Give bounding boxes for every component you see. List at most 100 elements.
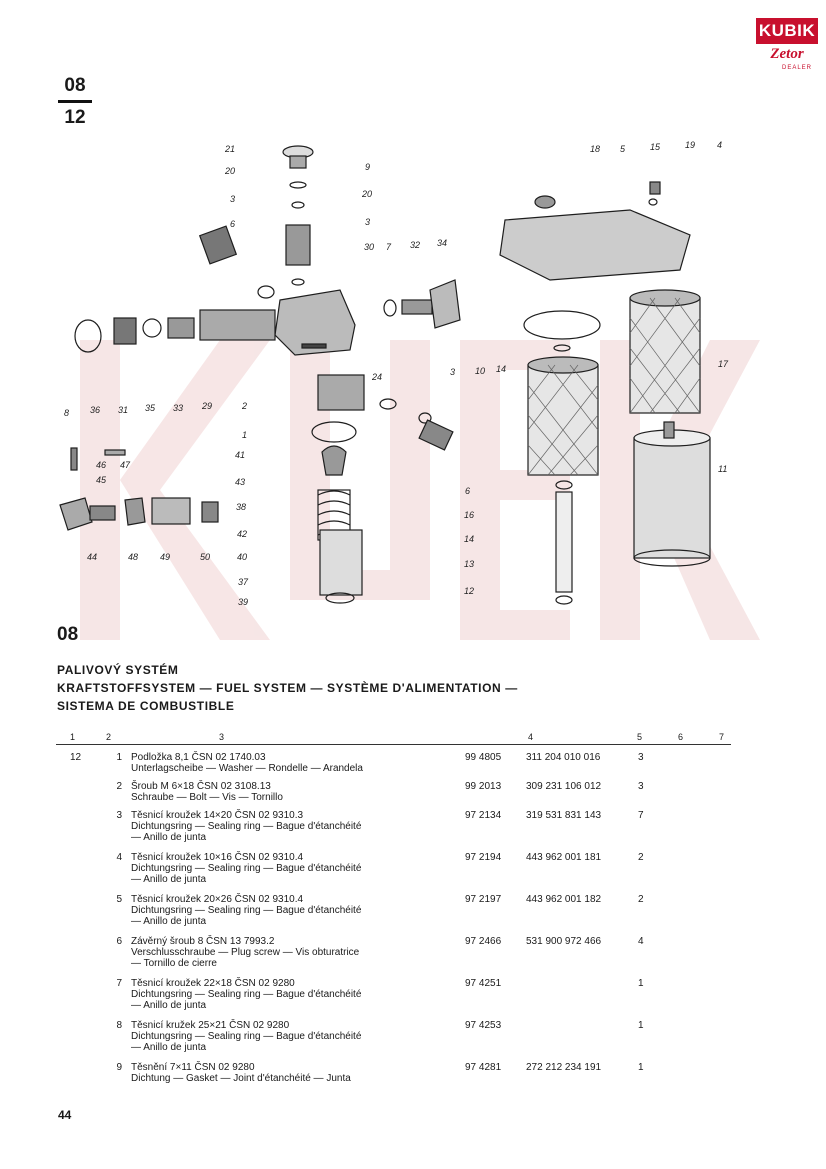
quantity: 3 <box>638 752 644 763</box>
position-number: 7 <box>116 978 122 989</box>
code-b: 443 962 001 182 <box>526 894 602 905</box>
callout: 16 <box>464 510 474 520</box>
code-a: 97 2194 <box>465 852 502 863</box>
description-line: Těsnění 7×11 ČSN 02 9280 <box>131 1062 255 1073</box>
description-line: — Anillo de junta <box>131 1042 207 1053</box>
callout: 20 <box>224 166 235 176</box>
description-line: Šroub M 6×18 ČSN 02 3108.13 <box>131 781 271 792</box>
quantity: 4 <box>638 936 644 947</box>
description-line: Těsnicí kroužek 20×26 ČSN 02 9310.4 <box>131 894 304 905</box>
description-line: — Anillo de junta <box>131 916 207 927</box>
callout: 15 <box>650 142 661 152</box>
code-b: 531 900 972 466 <box>526 936 602 947</box>
quantity: 3 <box>638 781 644 792</box>
callout: 49 <box>160 552 170 562</box>
description-line: — Anillo de junta <box>131 874 207 885</box>
position-number: 3 <box>116 810 122 821</box>
position-number: 8 <box>116 1020 122 1031</box>
quantity: 1 <box>638 978 644 989</box>
column-header: 6 <box>678 732 684 742</box>
callout: 36 <box>90 405 100 415</box>
callout-labels: 21 9 20 20 3 3 6 30 32 7 34 18 5 15 19 4… <box>64 140 729 607</box>
position-number: 1 <box>116 752 122 763</box>
column-header: 3 <box>219 732 225 742</box>
callout: 42 <box>237 529 247 539</box>
callout: 9 <box>365 162 370 172</box>
code-b: 272 212 234 191 <box>526 1062 602 1073</box>
callout: 39 <box>238 597 248 607</box>
callout: 14 <box>464 534 474 544</box>
quantity: 7 <box>638 810 644 821</box>
callout: 24 <box>371 372 382 382</box>
callout: 13 <box>464 559 474 569</box>
callout: 43 <box>235 477 245 487</box>
callout: 34 <box>437 238 447 248</box>
callout: 18 <box>590 144 600 154</box>
callout: 40 <box>237 552 247 562</box>
code-a: 97 4251 <box>465 978 502 989</box>
logo-brand: KUBIK <box>756 18 818 44</box>
callout: 3 <box>365 217 370 227</box>
column-header: 4 <box>528 732 534 742</box>
code-a: 99 4805 <box>465 752 502 763</box>
description-line: Těsnicí kroužek 14×20 ČSN 02 9310.3 <box>131 810 304 821</box>
description-line: Závěrný šroub 8 ČSN 13 7993.2 <box>131 936 275 947</box>
part-description: Těsnění 7×11 ČSN 02 9280 Dichtung — Gask… <box>131 1062 461 1084</box>
part-description: Podložka 8,1 ČSN 02 1740.03 Unterlagsche… <box>131 752 461 774</box>
description-line: — Anillo de junta <box>131 832 207 843</box>
quantity: 2 <box>638 894 644 905</box>
description-line: Dichtungsring — Sealing ring — Bague d'é… <box>131 863 362 874</box>
callout: 2 <box>241 401 247 411</box>
callout: 17 <box>718 359 729 369</box>
code-b: 443 962 001 181 <box>526 852 602 863</box>
position-number: 5 <box>116 894 122 905</box>
callout: 1 <box>242 430 247 440</box>
column-header: 7 <box>719 732 725 742</box>
callout: 3 <box>230 194 235 204</box>
callout: 38 <box>236 502 246 512</box>
description-line: — Anillo de junta <box>131 1000 207 1011</box>
column-header: 5 <box>637 732 643 742</box>
callout: 37 <box>238 577 249 587</box>
callout: 11 <box>718 464 727 474</box>
callout: 20 <box>361 189 372 199</box>
callout: 48 <box>128 552 138 562</box>
column-header: 1 <box>70 732 76 742</box>
parts-table-header: 1 2 3 4 5 6 7 <box>56 730 731 745</box>
position-number: 9 <box>116 1062 122 1073</box>
section-code: 08 <box>57 624 79 645</box>
description-line: Dichtungsring — Sealing ring — Bague d'é… <box>131 905 362 916</box>
description-line: Dichtungsring — Sealing ring — Bague d'é… <box>131 989 362 1000</box>
callout: 19 <box>685 140 695 150</box>
code-b: 319 531 831 143 <box>526 810 602 821</box>
description-line: Dichtungsring — Sealing ring — Bague d'é… <box>131 1031 362 1042</box>
part-description: Těsnicí kroužek 22×18 ČSN 02 9280 Dichtu… <box>131 978 461 1011</box>
callout: 32 <box>410 240 420 250</box>
logo-sub: Zetor <box>770 46 804 62</box>
page-code: 08 12 <box>58 76 92 128</box>
description-line: Verschlusschraube — Plug screw — Vis obt… <box>131 947 360 958</box>
section-title-es: SISTEMA DE COMBUSTIBLE <box>57 699 235 713</box>
part-description: Těsnicí kružek 25×21 ČSN 02 9280 Dichtun… <box>131 1020 461 1053</box>
callout: 35 <box>145 403 156 413</box>
position-number: 6 <box>116 936 122 947</box>
code-a: 97 2466 <box>465 936 502 947</box>
callout: 44 <box>87 552 97 562</box>
callout: 46 <box>96 460 106 470</box>
callout: 7 <box>386 242 392 252</box>
code-a: 97 4253 <box>465 1020 502 1031</box>
callout: 21 <box>224 144 235 154</box>
quantity: 1 <box>638 1020 644 1031</box>
description-line: — Tornillo de cierre <box>131 958 217 969</box>
code-b: 311 204 010 016 <box>526 752 601 763</box>
callout: 6 <box>230 219 235 229</box>
code-b: 309 231 106 012 <box>526 781 602 792</box>
part-description: Těsnicí kroužek 10×16 ČSN 02 9310.4 Dich… <box>131 852 461 885</box>
description-line: Těsnicí kružek 25×21 ČSN 02 9280 <box>131 1020 290 1031</box>
kubik-zetor-logo: KUBIK Zetor DEALER <box>756 18 818 76</box>
callout: 33 <box>173 403 183 413</box>
part-description: Těsnicí kroužek 14×20 ČSN 02 9310.3 Dich… <box>131 810 461 843</box>
page-code-top: 08 <box>64 75 86 96</box>
group-number: 12 <box>70 752 82 763</box>
callout: 10 <box>475 366 485 376</box>
